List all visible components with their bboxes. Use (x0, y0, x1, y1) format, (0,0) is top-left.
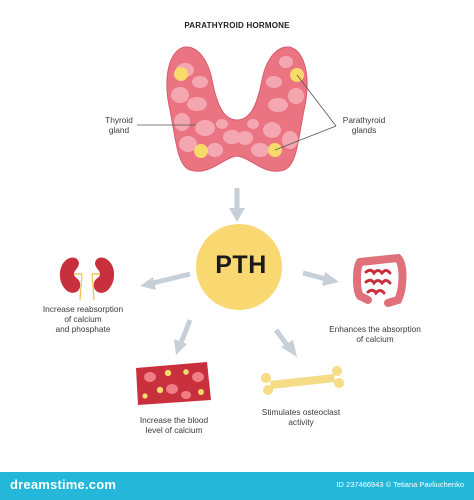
red-blood-cell (166, 384, 178, 394)
red-blood-cell (144, 372, 156, 382)
thyroid-lobule (223, 130, 241, 144)
thyroid-lobule (171, 87, 189, 103)
label-line: Increase reabsorption (42, 304, 124, 314)
arrow-to-kidney-head (140, 277, 156, 290)
intestine-illustration (353, 253, 407, 307)
thyroid-lobule (247, 119, 259, 129)
arrow-to-blood (178, 319, 193, 344)
label-line: gland (108, 125, 130, 135)
label-line: Parathyroid (342, 115, 386, 125)
label-line: Stimulates osteoclast (261, 407, 341, 417)
bone-effect-label: Stimulates osteoclast activity (246, 407, 356, 427)
thyroid-lobule (282, 131, 298, 149)
pth-circle (196, 224, 282, 310)
thyroid-lobule (266, 76, 282, 88)
footer-credit: ID 237466943 © Tetiana Pavliuchenko (336, 480, 464, 489)
footer-site[interactable]: dreamstime.com (10, 477, 117, 492)
thyroid-lobule (174, 113, 190, 131)
thyroid-lobule (237, 131, 253, 145)
kidney-left (59, 257, 81, 293)
arrow-to-intestine-head (322, 272, 339, 286)
diagram-title: PARATHYROID HORMONE (184, 21, 290, 30)
arrow-down-head (229, 208, 245, 222)
thyroid-lobule (251, 143, 269, 157)
parathyroid-leader-line (296, 74, 337, 127)
thyroid-lobule (288, 88, 304, 104)
calcium-particle (198, 389, 204, 395)
arrow-to-intestine (302, 270, 327, 282)
calcium-particle (142, 393, 148, 399)
label-line: Enhances the absorption (329, 324, 421, 334)
parathyroid-gland (174, 67, 188, 81)
blood-vessel-illustration (136, 362, 211, 405)
thyroid-gland-illustration (166, 46, 308, 172)
arrow-to-bone (273, 328, 290, 347)
label-line: level of calcium (145, 425, 203, 435)
calcium-particle (164, 369, 172, 377)
calcium-particle (156, 386, 164, 394)
pth-label: PTH (215, 251, 267, 279)
label-line: Increase the blood (139, 415, 209, 425)
kidney-effect-label: Increase reabsorption of calcium and pho… (30, 304, 136, 334)
red-blood-cell (181, 391, 191, 399)
parathyroid-leader-line (274, 125, 337, 151)
parathyroid-gland (194, 144, 208, 158)
calcium-particle (183, 369, 189, 375)
label-line: of calcium (64, 314, 102, 324)
label-line: Thyroid (105, 115, 133, 125)
label-line: glands (351, 125, 377, 135)
label-line: of calcium (356, 334, 394, 344)
intestine-effect-label: Enhances the absorption of calcium (320, 324, 430, 344)
thyroid-lobule (268, 98, 288, 112)
arrow-to-kidney (152, 271, 191, 286)
thyroid-lobule (207, 143, 223, 157)
thyroid-gland-label: Thyroid gland (96, 115, 142, 135)
kidney-right (93, 257, 115, 293)
bone-illustration (261, 366, 344, 395)
label-line: activity (288, 417, 314, 427)
thyroid-lobule (263, 122, 281, 138)
thyroid-lobule (187, 97, 207, 111)
arrow-to-blood-head (174, 339, 187, 355)
parathyroid-glands-label: Parathyroid glands (332, 115, 396, 135)
footer-bar: dreamstime.com ID 237466943 © Tetiana Pa… (0, 472, 474, 500)
thyroid-lobule (216, 119, 228, 129)
blood-effect-label: Increase the blood level of calcium (126, 415, 222, 435)
thyroid-lobule (195, 120, 215, 136)
kidneys-illustration (59, 257, 115, 301)
thyroid-lobule (279, 56, 293, 68)
label-line: and phosphate (55, 324, 111, 334)
red-blood-cell (192, 372, 204, 382)
arrow-to-bone-head (281, 340, 297, 357)
thyroid-lobule (179, 136, 197, 152)
thyroid-lobule (192, 76, 208, 88)
